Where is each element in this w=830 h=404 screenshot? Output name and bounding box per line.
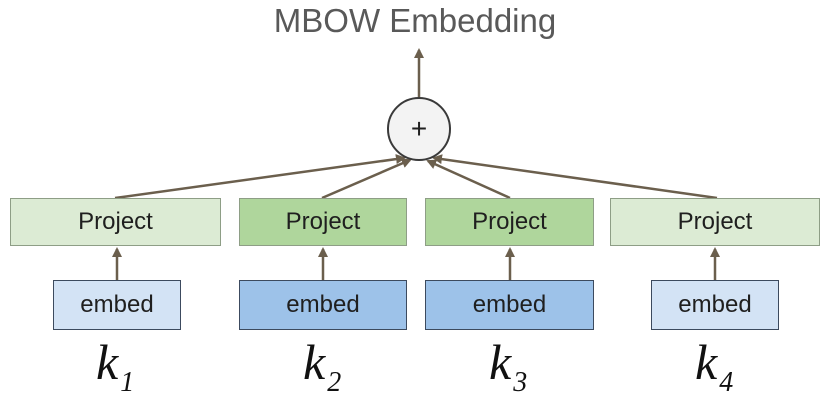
project-3-to-plus-arrow — [426, 159, 511, 200]
project-box-2: Project — [239, 198, 407, 246]
project-box-4: Project — [610, 198, 820, 246]
project-box-1: Project — [10, 198, 221, 246]
embed-box-1: embed — [53, 280, 181, 330]
key-sub-3: 3 — [513, 367, 528, 398]
key-sub-4: 4 — [719, 367, 734, 398]
key-label-1: k1 — [96, 337, 134, 403]
key-var-4: k — [695, 334, 718, 390]
key-var-2: k — [303, 334, 326, 390]
project-1-to-plus-arrow — [114, 154, 406, 200]
project-4-to-plus-arrow — [432, 154, 718, 200]
project-box-3: Project — [425, 198, 594, 246]
key-var-3: k — [489, 334, 512, 390]
embed-box-3: embed — [425, 280, 594, 330]
project-2-to-plus-arrow — [321, 158, 412, 200]
key-label-2: k2 — [303, 337, 341, 403]
key-sub-2: 2 — [327, 367, 342, 398]
embed-box-2: embed — [239, 280, 407, 330]
key-sub-1: 1 — [120, 367, 135, 398]
key-var-1: k — [96, 334, 119, 390]
sum-node: + — [387, 97, 451, 161]
embed-box-4: embed — [651, 280, 779, 330]
key-label-3: k3 — [489, 337, 527, 403]
key-label-4: k4 — [695, 337, 733, 403]
diagram-title: MBOW Embedding — [273, 2, 557, 39]
